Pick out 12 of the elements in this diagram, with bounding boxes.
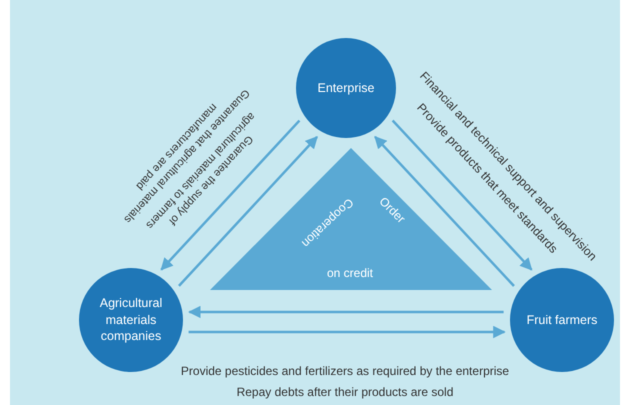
- arrow: [392, 120, 532, 271]
- node-label: Enterprise: [318, 80, 374, 96]
- arrow: [188, 306, 504, 318]
- arrow: [188, 326, 506, 338]
- triangle-label: on credit: [326, 266, 374, 280]
- arrow: [160, 120, 300, 271]
- arrow: [374, 136, 515, 287]
- arrow: [178, 136, 318, 287]
- node-label: Agricultural materials companies: [98, 294, 164, 346]
- node-label: Fruit farmers: [526, 312, 598, 328]
- note-text: Repay debts after their products are sold: [236, 384, 454, 400]
- note-text: Provide pesticides and fertilizers as required by the enterprise: [180, 364, 510, 378]
